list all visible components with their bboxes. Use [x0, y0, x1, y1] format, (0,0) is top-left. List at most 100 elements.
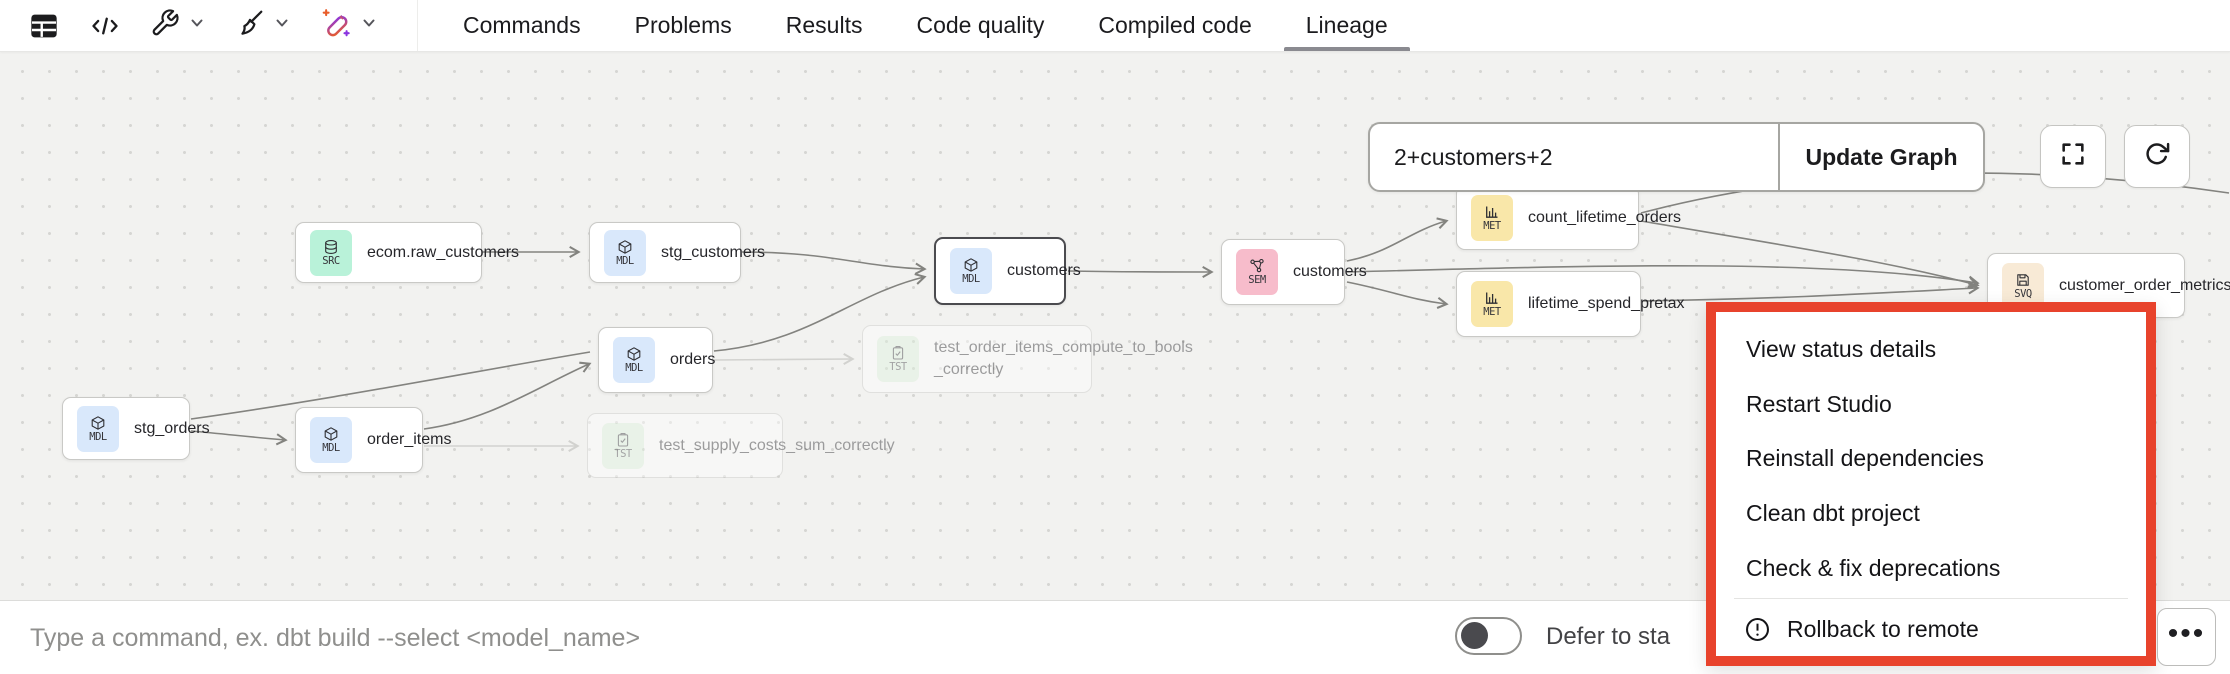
- menu-item-reinstall-dependencies[interactable]: Reinstall dependencies: [1746, 445, 1984, 472]
- broom-icon: [235, 8, 265, 43]
- node-label: orders: [670, 351, 716, 369]
- lineage-node-test-order-items-compute-to-bools-correctly[interactable]: TST test_order_items_compute_to_bools _co…: [862, 325, 1193, 393]
- test-clipboard-icon: [890, 345, 906, 361]
- model-cube-icon: [90, 415, 106, 431]
- semantic-model-icon: [1249, 258, 1265, 274]
- node-type-badge: MDL: [310, 417, 352, 463]
- node-type-label: SEM: [1248, 274, 1266, 287]
- menu-item-view-status-details[interactable]: View status details: [1746, 335, 1937, 362]
- node-type-label: SRC: [322, 254, 340, 267]
- code-icon[interactable]: [90, 11, 120, 41]
- toggle-knob: [1461, 622, 1488, 649]
- lineage-node-ecom-raw-customers[interactable]: SRC ecom.raw_customers: [295, 222, 519, 283]
- node-type-label: MET: [1483, 306, 1501, 319]
- lineage-node-lifetime-spend-pretax[interactable]: MET lifetime_spend_pretax: [1456, 271, 1685, 337]
- node-label: customers: [1293, 263, 1367, 281]
- node-type-badge: SEM: [1236, 249, 1278, 295]
- refresh-graph-button[interactable]: [2124, 125, 2190, 188]
- lineage-node-stg-customers[interactable]: MDL stg_customers: [589, 222, 765, 283]
- graph-selector: Update Graph: [1368, 122, 1985, 192]
- lineage-node-stg-orders[interactable]: MDL stg_orders: [62, 397, 210, 460]
- menu-item-clean-dbt-project[interactable]: Clean dbt project: [1746, 499, 1920, 526]
- node-type-badge: MDL: [604, 229, 646, 276]
- node-label: test_order_items_compute_to_bools _corre…: [934, 339, 1193, 378]
- cleanup-dropdown[interactable]: [235, 8, 290, 43]
- node-label: test_supply_costs_sum_correctly: [659, 436, 895, 454]
- selector-input[interactable]: [1370, 124, 1778, 190]
- node-type-badge: MDL: [950, 248, 992, 294]
- menu-divider: [1734, 598, 2128, 600]
- alert-circle-icon: [1744, 616, 1771, 643]
- metric-chart-icon: [1484, 290, 1500, 306]
- more-options-button[interactable]: •••: [2157, 608, 2216, 666]
- model-cube-icon: [626, 346, 642, 362]
- node-label: lifetime_spend_pretax: [1528, 295, 1685, 313]
- saved-query-floppy-icon: [2015, 272, 2031, 288]
- node-label: stg_customers: [661, 243, 766, 261]
- node-type-badge: TST: [877, 336, 919, 382]
- model-cube-icon: [323, 426, 339, 442]
- node-type-label: MDL: [89, 430, 107, 443]
- tab-problems[interactable]: Problems: [634, 12, 732, 38]
- editor-action-icons: [0, 0, 418, 51]
- test-clipboard-icon: [615, 432, 631, 448]
- node-type-badge: MDL: [613, 337, 655, 383]
- node-label: customers: [1007, 262, 1081, 280]
- node-type-label: MDL: [322, 442, 340, 455]
- fullscreen-icon: [2059, 140, 2087, 173]
- menu-item-label: Rollback to remote: [1787, 615, 1979, 642]
- tab-compiled-code[interactable]: Compiled code: [1098, 12, 1252, 38]
- command-input[interactable]: [0, 602, 1400, 674]
- magic-wand-icon: [320, 7, 352, 44]
- tab-code-quality[interactable]: Code quality: [916, 12, 1045, 38]
- menu-item-check-fix-deprecations[interactable]: Check & fix deprecations: [1746, 554, 2001, 581]
- node-type-label: TST: [889, 361, 907, 374]
- node-label: stg_orders: [134, 419, 210, 437]
- lineage-node-order-items[interactable]: MDL order_items: [295, 407, 451, 473]
- update-graph-button[interactable]: Update Graph: [1778, 124, 1983, 190]
- model-cube-icon: [963, 257, 979, 273]
- wrench-icon: [150, 8, 180, 43]
- menu-item-restart-studio[interactable]: Restart Studio: [1746, 390, 1892, 417]
- defer-toggle-label: Defer to sta: [1546, 623, 1671, 650]
- node-type-badge: MET: [1471, 281, 1513, 327]
- node-type-badge: MET: [1471, 194, 1513, 241]
- top-toolbar: Commands Problems Results Code quality Compi…: [0, 0, 2230, 52]
- build-tools-dropdown[interactable]: [150, 8, 205, 43]
- metric-chart-icon: [1484, 204, 1500, 220]
- lineage-node-customers-model[interactable]: MDL customers: [934, 237, 1081, 305]
- fullscreen-button[interactable]: [2040, 125, 2106, 188]
- tab-lineage[interactable]: Lineage: [1279, 0, 1415, 51]
- chevron-down-icon: [361, 15, 377, 36]
- model-cube-icon: [617, 239, 633, 255]
- node-label: customer_order_metrics: [2059, 276, 2230, 294]
- lineage-node-orders[interactable]: MDL orders: [598, 327, 716, 393]
- chevron-down-icon: [274, 15, 290, 36]
- tab-commands[interactable]: Commands: [463, 12, 581, 38]
- lineage-node-customers-semantic[interactable]: SEM customers: [1221, 239, 1367, 305]
- panel-tabs: Commands Problems Results Code quality Compi…: [436, 0, 1415, 51]
- node-type-badge: MDL: [77, 405, 119, 452]
- refresh-icon: [2143, 140, 2171, 173]
- node-type-label: MET: [1483, 219, 1501, 232]
- table-view-icon[interactable]: [28, 10, 60, 42]
- lineage-node-count-lifetime-orders[interactable]: MET count_lifetime_orders: [1456, 185, 1681, 250]
- node-label: count_lifetime_orders: [1528, 208, 1681, 226]
- chevron-down-icon: [189, 15, 205, 36]
- node-type-badge: TST: [602, 422, 644, 469]
- ai-assist-dropdown[interactable]: [320, 7, 377, 44]
- defer-toggle[interactable]: [1455, 617, 1522, 655]
- node-type-label: MDL: [616, 254, 634, 267]
- menu-item-rollback-to-remote[interactable]: Rollback to remote: [1716, 602, 2146, 656]
- node-type-label: MDL: [625, 362, 643, 375]
- node-type-label: MDL: [962, 273, 980, 286]
- node-label: ecom.raw_customers: [367, 243, 520, 261]
- tab-results[interactable]: Results: [785, 12, 863, 38]
- node-type-label: SVQ: [2014, 287, 2032, 300]
- node-type-badge: SVQ: [2002, 262, 2044, 309]
- node-type-badge: SRC: [310, 229, 352, 276]
- node-type-label: TST: [614, 447, 632, 460]
- node-label: order_items: [367, 431, 452, 449]
- lineage-node-test-supply-costs-sum-correctly[interactable]: TST test_supply_costs_sum_correctly: [587, 413, 895, 478]
